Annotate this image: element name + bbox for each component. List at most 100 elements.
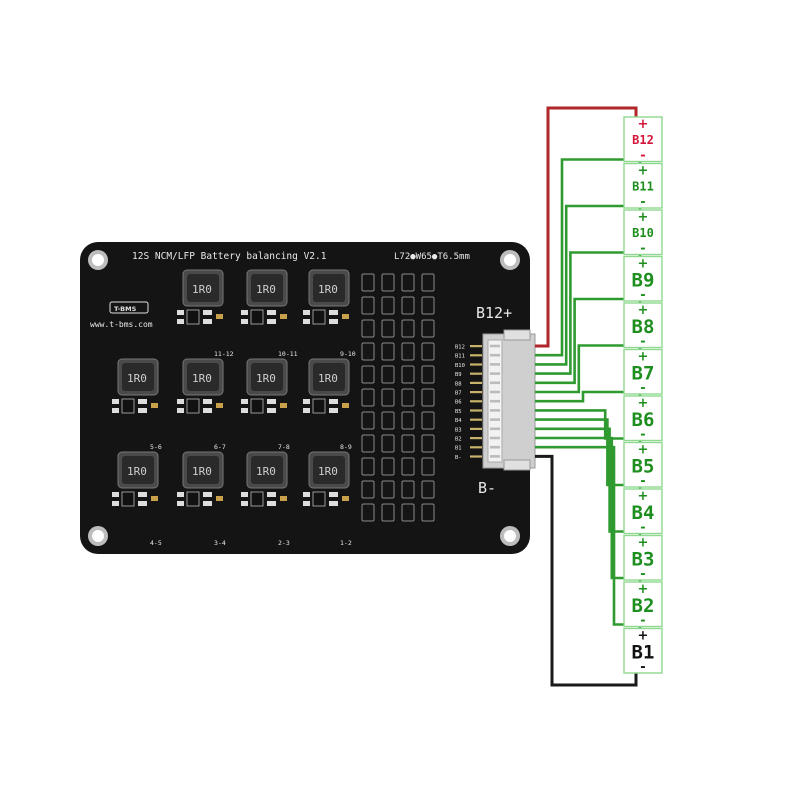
cell-minus-sign: - [640,660,645,675]
capacitor [421,480,435,499]
inductor-module: 1R0 [177,451,224,507]
cell-plus-sign: + [638,257,649,272]
inductor-marking: 1R0 [256,283,276,296]
battery-cell-b3: +B3- [623,534,663,582]
capacitor [421,319,435,338]
capacitor [381,365,395,384]
cell-label: B12 [632,133,654,147]
channel-label: 5-6 [150,443,162,451]
channel-label: 8-9 [340,443,352,451]
capacitor [421,503,435,522]
cell-minus-sign: - [640,614,645,629]
cell-label: B7 [632,363,655,385]
cell-plus-sign: + [638,210,649,225]
cell-label: B9 [632,270,655,292]
inductor-module: 1R0 [303,269,350,325]
board-outline [80,242,530,554]
inductor-marking: 1R0 [318,372,338,385]
brand-logo: T-BMS [109,301,149,314]
capacitor [401,273,415,292]
capacitor [361,434,375,453]
battery-cell-b7: +B7- [623,348,663,396]
inductor-marking: 1R0 [127,372,147,385]
pin-label: B4 [455,418,462,424]
capacitor [361,296,375,315]
inductor-marking: 1R0 [192,465,212,478]
inductor-marking: 1R0 [127,465,147,478]
battery-cell-b6: +B6- [623,395,663,443]
capacitor [421,342,435,361]
capacitor [421,296,435,315]
cell-plus-sign: + [638,117,649,132]
battery-cell-b4: +B4- [623,488,663,536]
pin-label: B7 [455,391,462,397]
channel-label: 6-7 [214,443,226,451]
cell-plus-sign: + [638,350,649,365]
pin-label: B5 [455,409,462,415]
cell-minus-sign: - [640,335,645,350]
inductor-module: 1R0 [303,451,350,507]
capacitor [381,503,395,522]
capacitor [381,480,395,499]
cell-label: B3 [632,549,655,571]
inductor-marking: 1R0 [192,283,212,296]
cell-label: B6 [632,409,655,431]
cell-label: B8 [632,316,655,338]
connector-bottom-label: B- [478,479,496,497]
channel-label: 7-8 [278,443,290,451]
capacitor [401,296,415,315]
capacitor [381,457,395,476]
pin-label: B11 [455,354,465,360]
pin-label: B12 [455,345,465,351]
cell-plus-sign: + [638,303,649,318]
pcb-board: 12S NCM/LFP Battery balancing V2.1 L72●W… [80,242,536,554]
mounting-hole-icon [500,250,520,270]
battery-cell-b12: +B12- [623,116,663,164]
cell-label: B11 [632,180,654,194]
pin-label: B6 [455,400,462,406]
capacitor [381,434,395,453]
inductor-marking: 1R0 [256,465,276,478]
pin-label: B9 [455,372,462,378]
inductor-marking: 1R0 [256,372,276,385]
capacitor [421,434,435,453]
capacitor [401,434,415,453]
inductor-module: 1R0 [241,451,288,507]
cell-minus-sign: - [640,428,645,443]
capacitor-array [361,273,435,522]
channel-label: 9-10 [340,350,356,358]
cell-minus-sign: - [640,567,645,582]
capacitor [361,388,375,407]
capacitor [361,319,375,338]
capacitor [401,388,415,407]
capacitor [401,480,415,499]
cell-minus-sign: - [640,195,645,210]
inductor-marking: 1R0 [318,283,338,296]
inductor-module: 1R0 [112,358,159,414]
negative-wire [535,454,638,687]
capacitor [361,503,375,522]
cell-label: B5 [632,456,655,478]
cell-label: B2 [632,595,655,617]
pin-label: B2 [455,437,462,443]
mounting-hole-icon [500,526,520,546]
battery-cell-b2: +B2- [623,581,663,629]
mounting-hole-icon [88,526,108,546]
cell-plus-sign: + [638,536,649,551]
capacitor [421,273,435,292]
inductor-module: 1R0 [241,358,288,414]
connector-top-label: B12+ [476,304,512,322]
board-dimensions: L72●W65●T6.5mm [394,252,470,262]
channel-label: 11-12 [214,350,234,358]
capacitor [361,342,375,361]
inductor-module: 1R0 [112,451,159,507]
inductor-module: 1R0 [177,269,224,325]
capacitor [381,273,395,292]
battery-cell-stack: +B12-+B11-+B10-+B9-+B8-+B7-+B6-+B5-+B4-+… [623,116,663,675]
cell-plus-sign: + [638,489,649,504]
pin-label: B8 [455,381,462,387]
cell-minus-sign: - [640,242,645,257]
